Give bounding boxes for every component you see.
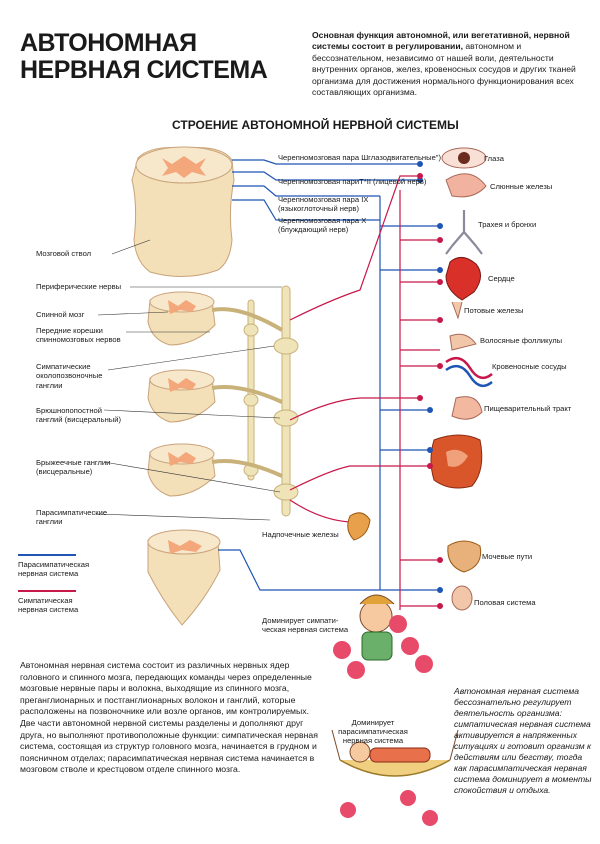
legend-parasympathetic-line-2: нервная система xyxy=(18,569,79,579)
organ-adrenal-label: Надпочечные железы xyxy=(262,530,339,539)
organ-urinary-icon xyxy=(447,540,482,573)
cranial-nerve-9-label: Черепномозговая пара ІХ(языкоглоточный н… xyxy=(278,195,368,214)
organ-digestive-label: Пищеварительный тракт xyxy=(484,404,572,413)
cranial-nerve-10-line-1: Черепномозговая пара Х xyxy=(278,216,367,225)
cranial-nerve-9-line-1: Черепномозговая пара ІХ xyxy=(278,195,369,204)
organ-reproductive-icon xyxy=(451,585,473,611)
legend-parasympathetic-line-1: Парасимпатическая xyxy=(18,560,90,569)
organ-vessels-label: Кровеносные сосуды xyxy=(492,362,567,371)
anterior-roots-line-1: Передние корешки xyxy=(36,326,103,335)
organ-eye-icon xyxy=(441,147,487,169)
parasympathetic-dominant-line-1: Доминирует xyxy=(351,718,395,727)
celiac-ganglion-line-1: Брюшнопопостной xyxy=(36,406,103,415)
sympathetic-dominant-caption: Доминирует симпати-ческая нервная систем… xyxy=(262,616,348,634)
cranial-nerve-9-line-2: (языкоглоточный нерв) xyxy=(278,204,359,214)
mesenteric-ganglia-label: Брыжеечные ганглии(висцеральные) xyxy=(36,458,110,477)
junction-dots xyxy=(417,161,443,609)
page-title: АВТОНОМНАЯ НЕРВНАЯ СИСТЕМА xyxy=(20,30,290,84)
diagram-title: СТРОЕНИЕ АВТОНОМНОЙ НЕРВНОЙ СИСТЕМЫ xyxy=(172,118,459,132)
organ-vessel-icon xyxy=(445,356,493,388)
brainstem-section xyxy=(131,146,235,278)
brainstem-label: Мозговой ствол xyxy=(36,249,92,258)
sympathetic-ganglia-line-3: ганглии xyxy=(36,380,63,390)
sympathetic-dominant-line-1: Доминирует симпати- xyxy=(262,616,339,625)
organ-hair-label: Волосяные фолликулы xyxy=(480,336,563,345)
sympathetic-chain xyxy=(211,285,299,517)
organ-hair-icon xyxy=(449,333,477,351)
organ-eyes-label: Глаза xyxy=(484,154,504,163)
organ-urinary-label: Мочевые пути xyxy=(482,552,533,561)
intro-rest: автономном и бессознательном, независимо… xyxy=(312,41,576,98)
organ-heart-label: Сердце xyxy=(488,274,515,283)
legend-sympathetic-line xyxy=(18,590,76,592)
sympathetic-lines xyxy=(289,175,440,610)
cranial-nerve-7-label: Черепномозговая париТ*ІІ (лицевой нерв) xyxy=(278,177,427,186)
spinal-segment-2 xyxy=(147,369,216,423)
cranial-nerve-10-label: Черепномозговая пара Х(блуждающий нерв) xyxy=(278,216,366,235)
relaxed-person-illustration xyxy=(331,729,459,826)
parasympathetic-dominant-line-2: парасимпатическая xyxy=(338,727,408,737)
legend-sympathetic-line-1: Симпатическая xyxy=(18,596,73,605)
intro-paragraph: Основная функция автономной, или вегетат… xyxy=(312,30,586,98)
celiac-ganglion-line-2: ганглий (висцеральный) xyxy=(36,415,121,425)
spinal-segment-3 xyxy=(147,443,216,497)
anterior-roots-line-2: спинномозговых нервов xyxy=(36,335,121,345)
body-paragraph: Автономная нервная система состоит из ра… xyxy=(20,660,318,775)
organ-trachea-icon xyxy=(445,210,483,255)
sympathetic-ganglia-line-1: Симпатические xyxy=(36,362,91,371)
title-line-1: АВТОНОМНАЯ xyxy=(20,29,197,57)
parasympathetic-dominant-line-3: нервная система xyxy=(342,736,404,746)
peripheral-nerves-label: Периферические нервы xyxy=(36,282,122,291)
cranial-nerve-3-label: Черепномозговая пара Шглазодвигательные"… xyxy=(278,153,442,162)
parasympathetic-ganglia-line-1: Парасимпатические xyxy=(36,508,108,517)
spinal-cord-label: Спинной мозг xyxy=(36,310,85,319)
legend-parasympathetic-line xyxy=(18,554,76,556)
organ-salivary-label: Слюнные железы xyxy=(490,182,553,191)
cranial-nerve-10-line-2: (блуждающий нерв) xyxy=(278,225,349,235)
intro-bold: Основная функция автономной, или вегетат… xyxy=(312,30,570,52)
mesenteric-ganglia-line-2: (висцеральные) xyxy=(36,467,93,477)
sympathetic-dominant-line-2: ческая нервная система xyxy=(262,625,349,635)
organ-sweat-icon xyxy=(451,301,463,320)
organ-adrenal-icon xyxy=(347,512,371,541)
organ-trachea-label: Трахея и бронхи xyxy=(478,220,537,229)
organ-digestive-icon xyxy=(430,396,483,489)
mesenteric-ganglia-line-1: Брыжеечные ганглии xyxy=(36,458,111,467)
parasympathetic-cranial-lines xyxy=(218,159,440,591)
stressed-person-illustration xyxy=(333,594,433,679)
organ-heart-icon xyxy=(445,257,481,301)
leader-lines xyxy=(95,239,282,521)
sacral-segment xyxy=(147,529,221,626)
organ-reproductive-label: Половая система xyxy=(474,598,536,607)
title-line-2: НЕРВНАЯ СИСТЕМА xyxy=(20,56,268,84)
sympathetic-ganglia-line-2: околопозвоночные xyxy=(36,371,103,381)
organ-salivary-icon xyxy=(445,173,487,198)
spinal-segment-1 xyxy=(147,291,216,346)
summary-italic-paragraph: Автономная нервная система бессознательн… xyxy=(454,686,592,795)
organ-sweat-label: Потовые железы xyxy=(464,306,524,315)
parasympathetic-ganglia-line-2: ганглии xyxy=(36,517,63,527)
legend-sympathetic-line-2: нервная система xyxy=(18,605,79,615)
